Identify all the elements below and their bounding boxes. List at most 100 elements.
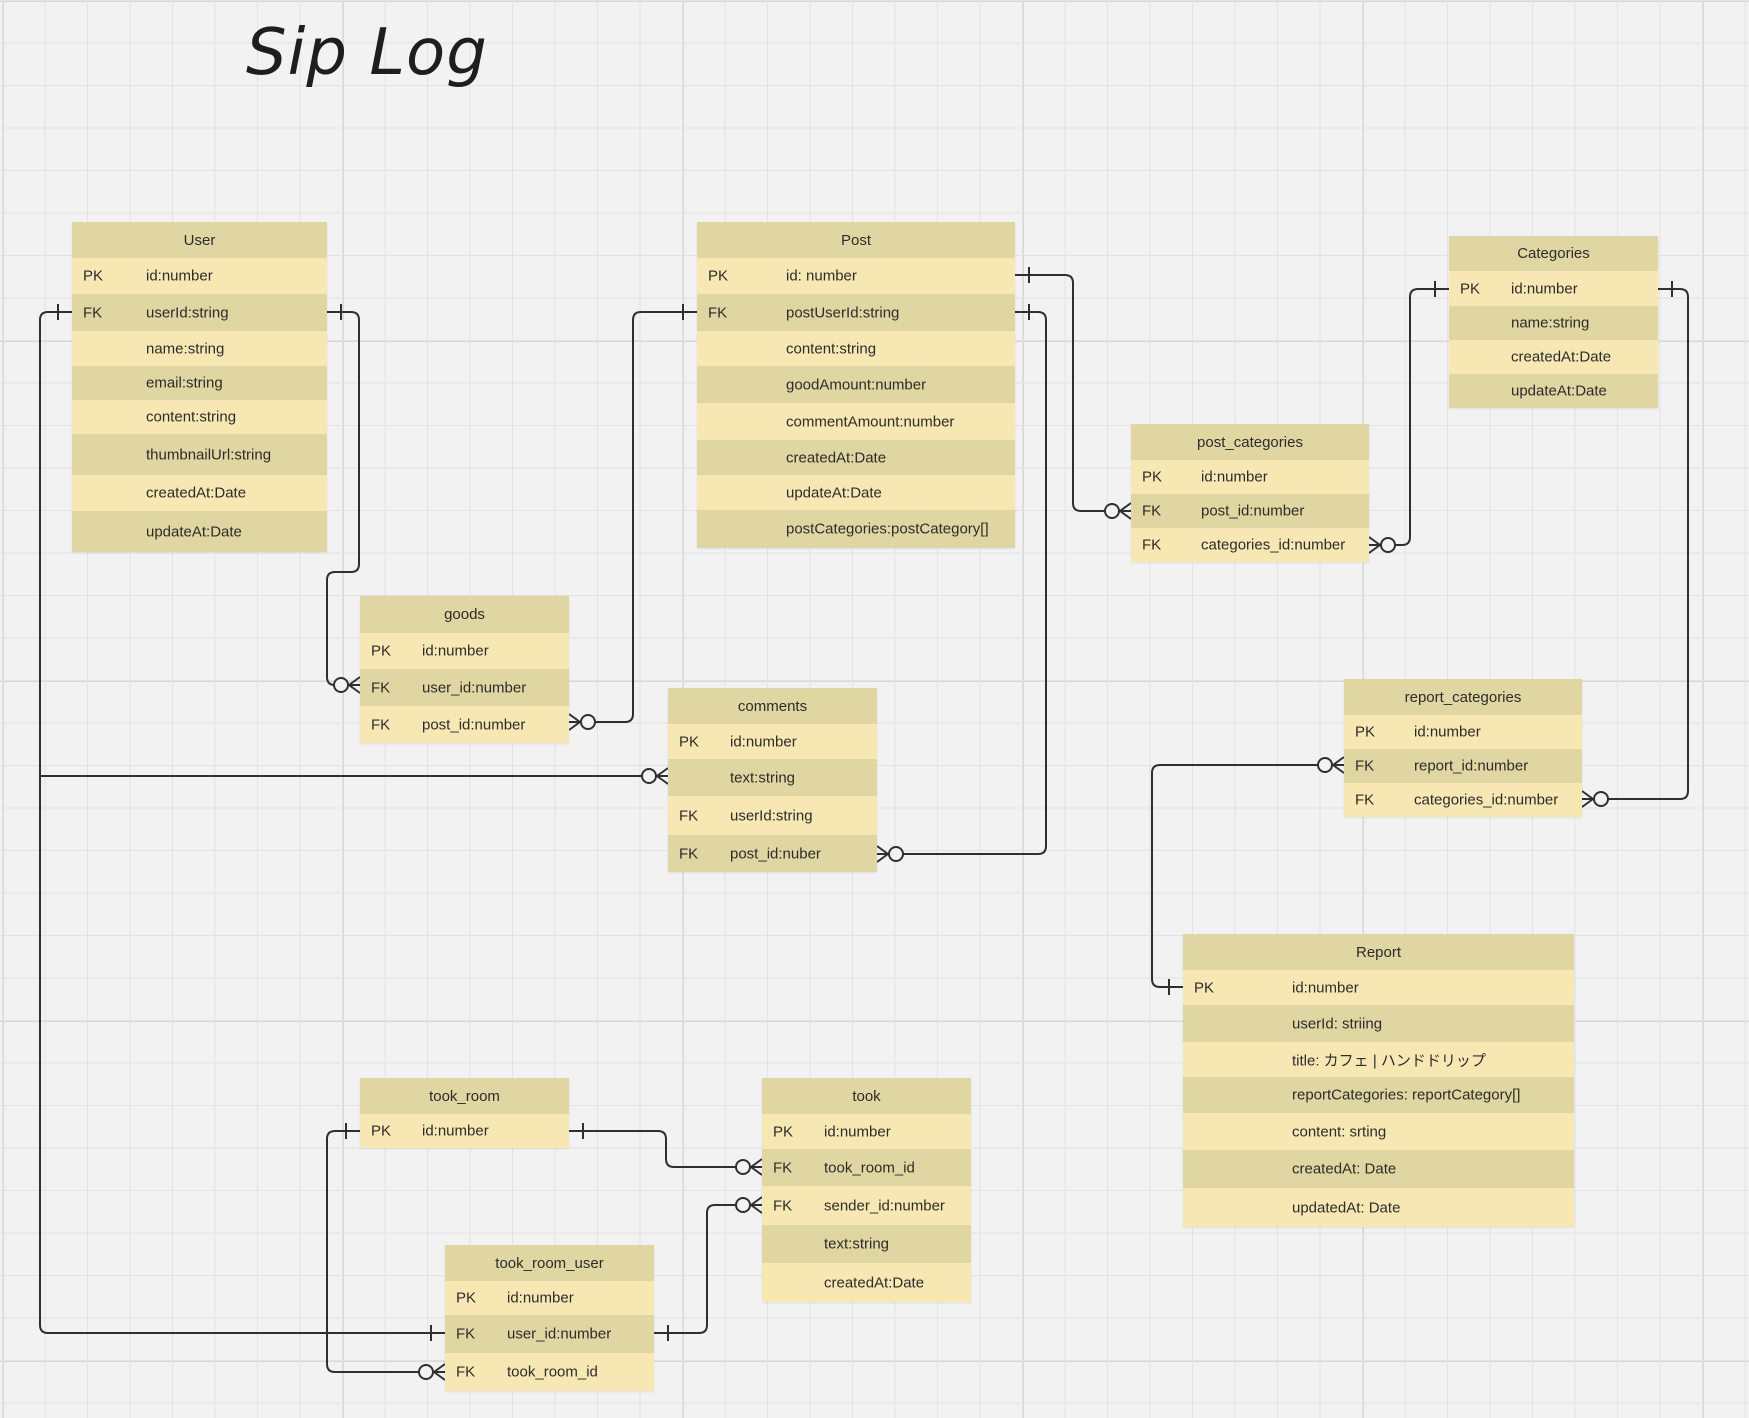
- field-row[interactable]: createdAt:Date: [1449, 340, 1658, 374]
- zero-marker: [1380, 537, 1396, 553]
- field-row[interactable]: reportCategories: reportCategory[]: [1183, 1077, 1574, 1113]
- field-row[interactable]: createdAt:Date: [72, 475, 327, 511]
- field-row[interactable]: updateAt:Date: [72, 511, 327, 552]
- field-row[interactable]: createdAt: Date: [1183, 1150, 1574, 1188]
- field-row[interactable]: updateAt:Date: [697, 475, 1015, 510]
- field-row[interactable]: createdAt:Date: [762, 1263, 971, 1302]
- many-marker: [1119, 502, 1132, 512]
- key-badge: PK: [679, 733, 700, 750]
- key-badge: PK: [83, 267, 104, 285]
- field-row[interactable]: createdAt:Date: [697, 440, 1015, 475]
- field-name: createdAt:Date: [1511, 348, 1612, 366]
- key-badge: FK: [1142, 536, 1162, 554]
- key-badge: FK: [371, 679, 391, 696]
- field-row[interactable]: updateAt:Date: [1449, 374, 1658, 408]
- field-row[interactable]: name:string: [72, 331, 327, 366]
- field-row[interactable]: text:string: [762, 1225, 971, 1263]
- zero-marker: [580, 714, 596, 730]
- field-row[interactable]: commentAmount:number: [697, 403, 1015, 440]
- field-name: name:string: [146, 340, 225, 357]
- field-row[interactable]: userId: striing: [1183, 1005, 1574, 1042]
- field-row[interactable]: content:string: [72, 400, 327, 434]
- field-name: userId: striing: [1292, 1015, 1383, 1032]
- field-name: post_id:number: [1201, 502, 1305, 520]
- field-row[interactable]: content: srting: [1183, 1113, 1574, 1150]
- field-name: createdAt:Date: [146, 484, 247, 502]
- field-name: user_id:number: [422, 679, 527, 696]
- field-name: email:string: [146, 374, 223, 392]
- entity-name: goods: [360, 596, 569, 633]
- field-row[interactable]: PK id:number: [668, 724, 877, 759]
- zero-marker: [1593, 791, 1609, 807]
- zero-marker: [888, 846, 904, 862]
- field-row[interactable]: title: カフェ | ハンドドリップ: [1183, 1042, 1574, 1077]
- entity-name: took_room_user: [445, 1245, 654, 1281]
- field-row[interactable]: text:string: [668, 759, 877, 796]
- field-name: sender_id:number: [824, 1197, 945, 1214]
- many-marker: [1581, 798, 1594, 808]
- entity-name: Report: [1183, 934, 1574, 970]
- zero-marker: [1317, 757, 1333, 773]
- field-name: post_id:nuber: [730, 845, 821, 862]
- field-row[interactable]: goodAmount:number: [697, 366, 1015, 403]
- relationship-line: [1015, 274, 1131, 512]
- field-row[interactable]: content:string: [697, 331, 1015, 366]
- field-name: id: number: [786, 267, 857, 285]
- field-row[interactable]: name:string: [1449, 306, 1658, 340]
- field-name: commentAmount:number: [786, 413, 955, 430]
- many-marker: [1581, 790, 1594, 800]
- many-marker: [656, 767, 669, 777]
- field-row[interactable]: FK user_id:number: [360, 669, 569, 706]
- field-row[interactable]: postCategories:postCategory[]: [697, 510, 1015, 548]
- field-row[interactable]: updatedAt: Date: [1183, 1188, 1574, 1227]
- entity-name: took_room: [360, 1078, 569, 1114]
- key-badge: FK: [1355, 757, 1375, 775]
- many-marker: [750, 1158, 763, 1168]
- field-name: id:number: [730, 733, 797, 750]
- field-name: text:string: [824, 1235, 890, 1253]
- key-badge: FK: [83, 304, 103, 321]
- field-row[interactable]: email:string: [72, 366, 327, 400]
- many-marker: [1332, 764, 1345, 774]
- field-row[interactable]: thumbnailUrl:string: [72, 434, 327, 475]
- many-marker: [1119, 510, 1132, 520]
